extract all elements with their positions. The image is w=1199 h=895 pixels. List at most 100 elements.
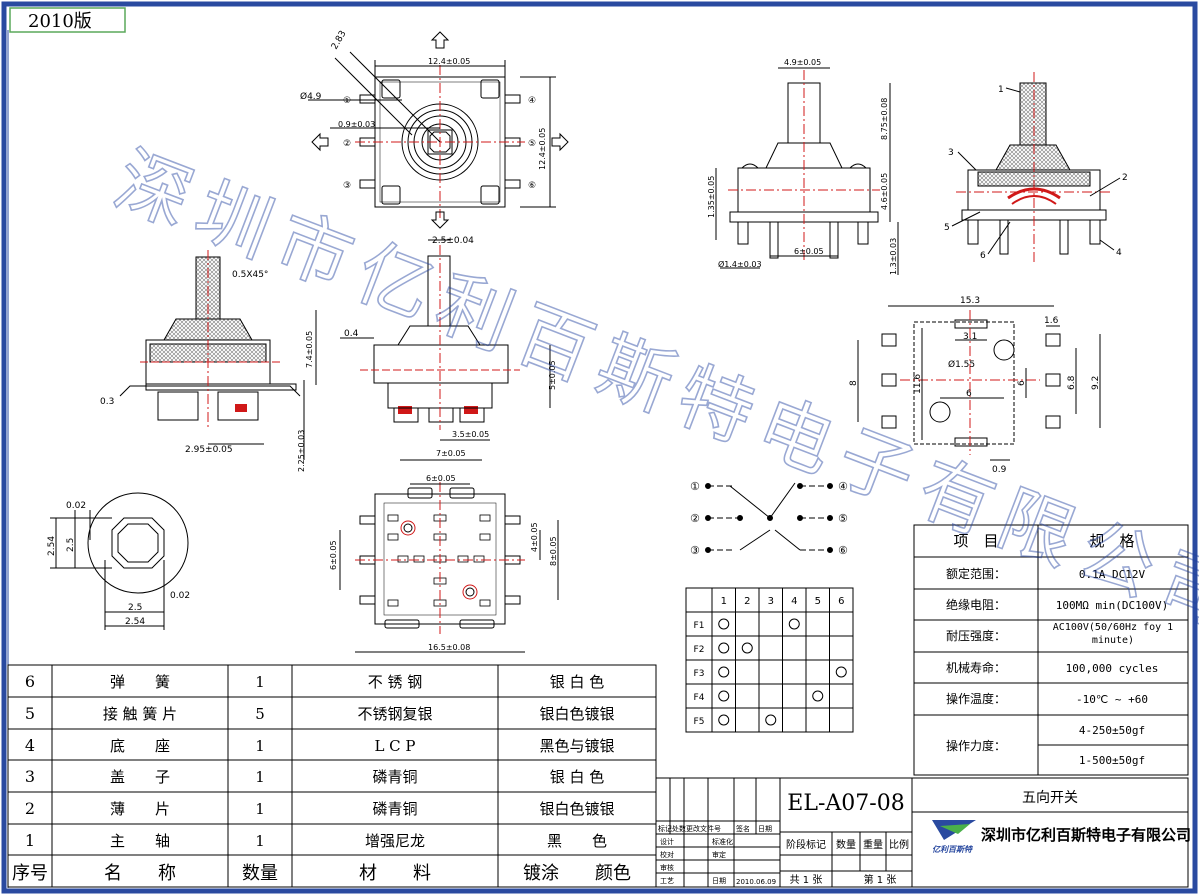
svg-text:④: ④ bbox=[838, 480, 848, 493]
bom-cell: 1 bbox=[255, 768, 265, 786]
direction-arrows bbox=[311, 31, 569, 229]
shaft-d4: 2.5 bbox=[128, 603, 142, 613]
bom-cell: 6 bbox=[25, 672, 35, 691]
svg-text:⑥: ⑥ bbox=[528, 181, 536, 191]
bom-cell: 不 锈 钢 bbox=[368, 673, 423, 691]
truth-contact-mark bbox=[718, 666, 730, 678]
truth-contact-mark bbox=[765, 714, 777, 726]
svg-text:数量: 数量 bbox=[836, 838, 856, 851]
bom-cell: 黑色与镀银 bbox=[539, 737, 614, 755]
truth-row-label: F4 bbox=[694, 693, 705, 703]
truth-row-label: F3 bbox=[694, 669, 705, 679]
pcb-d2: 3.1 bbox=[963, 332, 977, 342]
bom-cell: 弹 簧 bbox=[110, 673, 170, 691]
schematic bbox=[705, 482, 833, 553]
pcb-h-left: 8 bbox=[849, 380, 859, 386]
bom-cell: 增强尼龙 bbox=[365, 832, 425, 850]
truth-contact-mark bbox=[812, 690, 824, 702]
drawing-title: 五向开关 bbox=[1022, 790, 1078, 806]
svg-text:④: ④ bbox=[528, 96, 536, 106]
svg-text:⑥: ⑥ bbox=[838, 544, 848, 557]
svg-text:审定: 审定 bbox=[712, 850, 726, 859]
bom-table bbox=[7, 664, 657, 888]
svg-text:签名: 签名 bbox=[736, 824, 750, 833]
bottom-right-dim1: 4±0.05 bbox=[530, 522, 539, 552]
bom-cell: 1 bbox=[255, 737, 265, 755]
pcb-width: 15.3 bbox=[960, 296, 980, 306]
bom-cell: 底 座 bbox=[110, 737, 170, 755]
shaft-d2: 2.54 bbox=[47, 536, 57, 556]
bom-cell: 1 bbox=[255, 832, 265, 850]
svg-text:操作温度：: 操作温度： bbox=[946, 691, 1006, 706]
top-angle-dim: 2.83 bbox=[330, 29, 349, 51]
version-tag: 2010版 bbox=[9, 7, 126, 33]
bottom-view bbox=[339, 482, 559, 653]
svg-text:共 1 张: 共 1 张 bbox=[790, 874, 823, 886]
front-chamfer: 0.5X45° bbox=[232, 270, 268, 280]
shaft-d1: 0.02 bbox=[66, 501, 86, 511]
pcb-pitch: 6 bbox=[966, 389, 972, 399]
top-shaft-dim: 0.9±0.03 bbox=[338, 120, 375, 129]
svg-text:6: 6 bbox=[980, 251, 986, 261]
bom-header-cell: 序号 bbox=[12, 863, 48, 884]
rf-h2: 4.6±0.05 bbox=[880, 173, 889, 210]
svg-text:额定范围：: 额定范围： bbox=[946, 566, 1006, 581]
svg-text:比例: 比例 bbox=[889, 838, 909, 851]
svg-text:100MΩ min(DC100V): 100MΩ min(DC100V) bbox=[1056, 599, 1169, 612]
top-pin-labels: ① ② ③ ④ ⑤ ⑥ bbox=[343, 96, 536, 191]
svg-text:标准化: 标准化 bbox=[712, 837, 733, 846]
bom-cell: 4 bbox=[25, 736, 35, 755]
svg-text:4: 4 bbox=[1116, 248, 1122, 258]
svg-text:设计: 设计 bbox=[660, 837, 674, 846]
bom-cell: 银 白 色 bbox=[550, 768, 605, 786]
bom-cell: 银白色镀银 bbox=[539, 800, 614, 818]
bom-cell: 银白色镀银 bbox=[539, 705, 614, 723]
svg-text:1-500±50gf: 1-500±50gf bbox=[1079, 754, 1145, 767]
side-bottom-dim: 7±0.05 bbox=[436, 449, 466, 458]
svg-text:2010版: 2010版 bbox=[28, 11, 92, 32]
truth-contact-mark bbox=[718, 690, 730, 702]
svg-text:校对: 校对 bbox=[660, 850, 674, 859]
truth-col-header: 5 bbox=[815, 596, 821, 607]
truth-contact-mark bbox=[741, 642, 753, 654]
pcb-h-r2: 9.2 bbox=[1091, 376, 1101, 390]
svg-text:操作力度：: 操作力度： bbox=[946, 738, 1006, 753]
svg-text:①: ① bbox=[690, 480, 700, 493]
truth-contact-mark bbox=[788, 618, 800, 630]
rf-left-dim: 1.35±0.05 bbox=[707, 176, 716, 218]
bom-cell: 盖 子 bbox=[110, 768, 170, 786]
svg-text:5: 5 bbox=[944, 223, 950, 233]
bom-cell: 1 bbox=[255, 673, 265, 691]
svg-text:③: ③ bbox=[690, 544, 700, 557]
bom-cell: 3 bbox=[25, 767, 35, 786]
bom-cell: L C P bbox=[374, 737, 415, 755]
truth-contact-mark bbox=[835, 666, 847, 678]
svg-text:工艺: 工艺 bbox=[660, 877, 674, 885]
truth-col-header: 6 bbox=[838, 596, 844, 607]
svg-text:2010.06.09: 2010.06.09 bbox=[736, 878, 776, 886]
svg-text:亿利百斯特: 亿利百斯特 bbox=[932, 845, 973, 854]
company-logo: 亿利百斯特 bbox=[932, 820, 976, 854]
title-block bbox=[655, 777, 1189, 888]
svg-text:更改文件号: 更改文件号 bbox=[686, 824, 721, 833]
top-width-dim: 12.4±0.05 bbox=[428, 57, 470, 66]
svg-text:①: ① bbox=[343, 96, 351, 106]
bom-cell: 5 bbox=[25, 704, 35, 723]
truth-col-header: 4 bbox=[791, 596, 797, 607]
svg-text:阶段标记: 阶段标记 bbox=[786, 838, 826, 851]
svg-text:0.1A DC12V: 0.1A DC12V bbox=[1079, 568, 1146, 581]
pcb-hole: Ø1.55 bbox=[948, 359, 975, 370]
truth-contact-mark bbox=[718, 714, 730, 726]
top-view bbox=[308, 51, 556, 218]
svg-text:标记: 标记 bbox=[658, 824, 672, 833]
right-front-view bbox=[715, 67, 899, 275]
svg-text:1: 1 bbox=[998, 85, 1004, 95]
rf-pin-h: 1.3±0.03 bbox=[889, 238, 898, 275]
spec-header-item: 项 目 bbox=[953, 532, 998, 550]
bottom-right-dim2: 8±0.05 bbox=[549, 536, 558, 566]
pcb-h-r1: 6.8 bbox=[1067, 375, 1077, 390]
bom-header-cell: 镀涂 颜色 bbox=[523, 863, 631, 884]
bom-cell: 银 白 色 bbox=[550, 673, 605, 691]
